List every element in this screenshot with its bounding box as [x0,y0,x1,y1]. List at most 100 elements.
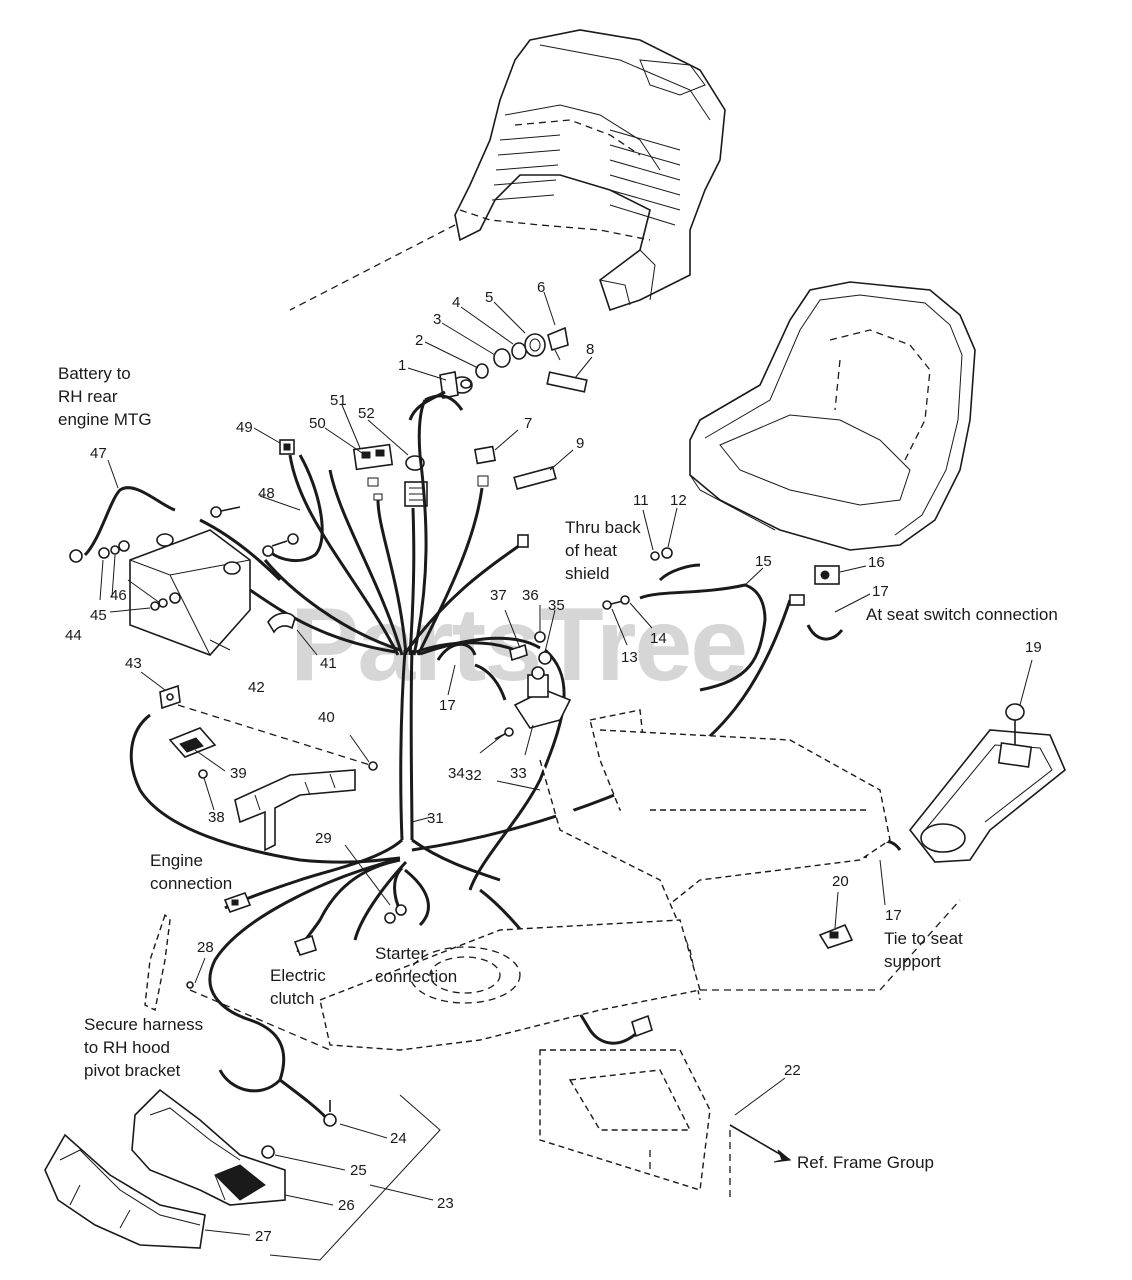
hood-locator-line [289,224,456,311]
callout-48: 48 [258,485,275,502]
callout-8: 8 [586,341,594,358]
nut-12 [661,547,673,559]
note-battery-to-rh-rear: Battery to RH rear engine MTG [58,364,152,429]
callout-52: 52 [358,405,375,422]
strap-17a [436,642,477,661]
screw-40 [368,761,378,771]
ignition-bezel [511,342,527,360]
callout-47: 47 [90,445,107,462]
screw-13 [602,600,624,610]
callout-6: 6 [537,279,545,296]
harness-tie-bracket [144,913,171,1012]
callout-45: 45 [90,607,107,624]
callout-1: 1 [398,357,406,374]
connector-7 [473,445,497,487]
callout-16: 16 [868,554,885,571]
connector-rear [631,1014,653,1038]
callout-42: 42 [248,679,265,696]
ignition-key [547,326,569,361]
callout-22: 22 [784,1062,801,1079]
battery-cable-47 [69,486,176,563]
callout-41: 41 [320,655,337,672]
callout-49: 49 [236,419,253,436]
note-ref-frame-group: Ref. Frame Group [797,1153,934,1172]
callout-17a: 17 [872,583,889,600]
nut-35 [538,651,552,665]
callout-32: 32 [465,767,482,784]
headlight-bulb-25 [261,1145,275,1159]
decal-8 [546,371,588,393]
shift-console [908,703,1066,863]
bracket-locator [177,704,371,766]
callout-44: 44 [65,627,82,644]
callout-19: 19 [1025,639,1042,656]
hood-grille-right [609,129,681,226]
callout-15: 15 [755,553,772,570]
callout-37: 37 [490,587,507,604]
note-secure-harness: Secure harness to RH hood pivot bracket [84,1015,208,1080]
callout-38: 38 [208,809,225,826]
callout-13: 13 [621,649,638,666]
callout-36: 36 [522,587,539,604]
leader-lines [99,291,1033,1236]
hood-assembly [454,29,726,312]
callout-28: 28 [197,939,214,956]
note-at-seat-switch: At seat switch connection [866,605,1058,624]
callout-50: 50 [309,415,326,432]
ignition-cap [524,333,546,357]
callout-24: 24 [390,1130,407,1147]
callout-5: 5 [485,289,493,306]
callout-29: 29 [315,830,332,847]
callout-25: 25 [350,1162,367,1179]
note-tie-to-seat-support: Tie to seat support [884,929,967,971]
callout-14: 14 [650,630,667,647]
clutch-connector [293,934,317,956]
screw-38 [198,769,208,779]
note-engine-connection: Engine connection [150,851,232,893]
washer-36 [534,631,546,643]
callout-4: 4 [452,294,460,311]
callout-34: 34 [448,765,465,782]
connector-terminal [517,534,529,548]
bolt-44 [98,547,110,559]
connector-51-bracket [352,443,394,501]
callout-numbers: 1 2 3 4 5 6 7 8 9 11 12 13 14 15 16 17 1… [65,279,1042,1245]
nut-46 [118,540,130,552]
note-thru-back-heat-shield: Thru back of heat shield [565,518,645,583]
callout-27: 27 [255,1228,272,1245]
callout-9: 9 [576,435,584,452]
callout-43: 43 [125,655,142,672]
clip-14 [620,595,630,605]
hood-grille-left [491,134,561,201]
tie-28 [186,981,194,989]
washer-45 [110,545,120,555]
ignition-washer [475,363,489,379]
boot-41 [267,612,296,634]
callout-39: 39 [230,765,247,782]
engine-connector [223,891,252,914]
callout-7: 7 [524,415,532,432]
callout-26: 26 [338,1197,355,1214]
headlight-bezel-27 [44,1133,206,1249]
callout-40: 40 [318,709,335,726]
screw-34 [494,727,514,740]
callout-20: 20 [832,873,849,890]
note-starter-connection: Starter connection [375,944,457,986]
callout-31: 31 [427,810,444,827]
callout-17b: 17 [439,697,456,714]
fuse-holder-43 [159,684,181,710]
battery-cable-48 [199,518,282,582]
solenoid-33 [513,666,572,729]
notes: Battery to RH rear engine MTG Thru back … [58,364,1058,1172]
headlight-bulb-24 [323,1100,337,1127]
bracket-39 [168,727,217,758]
callout-51: 51 [330,392,347,409]
callout-11: 11 [633,492,649,509]
seat [689,281,976,551]
bracket-23 [269,1094,441,1261]
strap-17b [806,624,844,641]
battery [129,529,251,656]
callout-2: 2 [415,332,423,349]
callout-33: 33 [510,765,527,782]
